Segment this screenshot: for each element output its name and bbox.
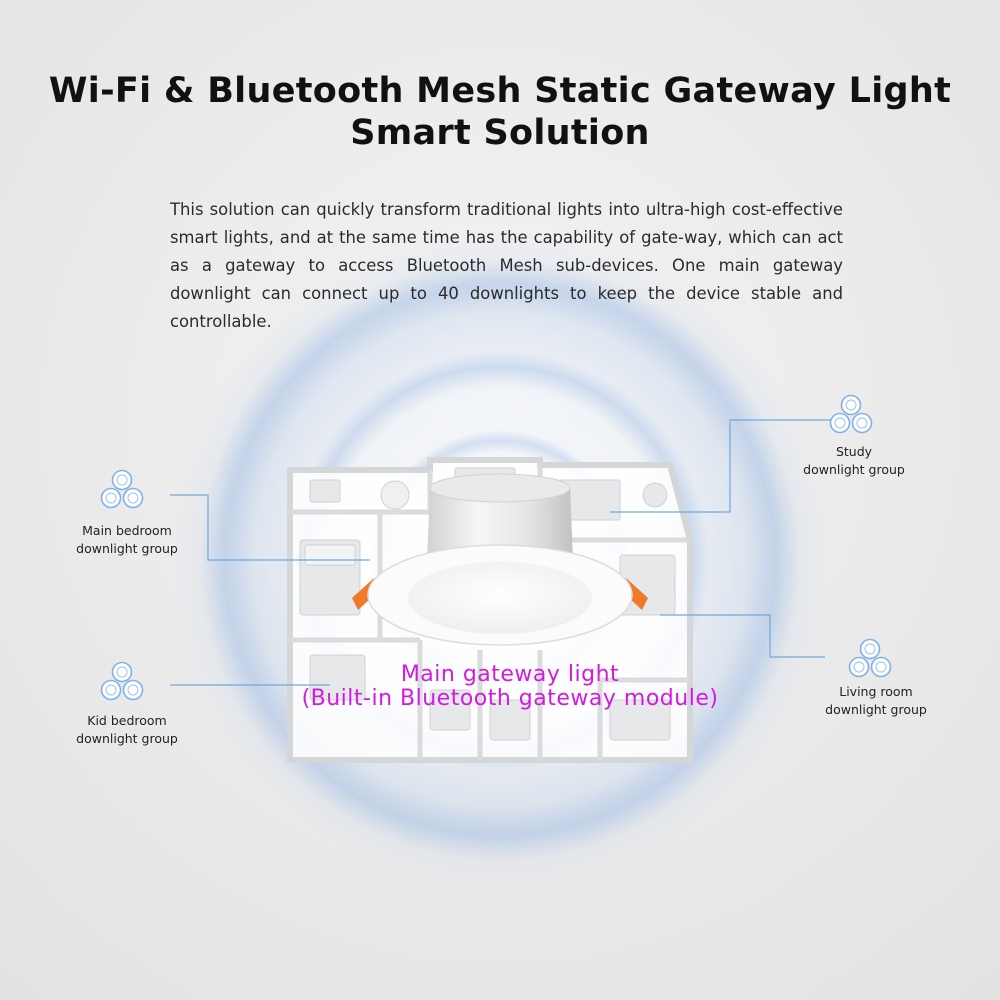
connector-study bbox=[610, 419, 835, 513]
connector-living-room bbox=[660, 614, 825, 658]
kid-bedroom-downlight-icon bbox=[100, 661, 144, 701]
main-gateway-label-line2: (Built-in Bluetooth gateway module) bbox=[301, 686, 719, 711]
main-gateway-label: Main gateway light (Built-in Bluetooth g… bbox=[200, 663, 820, 711]
study-group-label: Study downlight group bbox=[754, 443, 954, 478]
study-downlight-icon bbox=[829, 394, 873, 434]
main-gateway-label-line1: Main gateway light bbox=[400, 662, 620, 687]
connector-main-bedroom bbox=[170, 494, 370, 561]
living-room-label-line1: Living room bbox=[839, 684, 913, 699]
living-room-label-line2: downlight group bbox=[825, 701, 927, 717]
description: This solution can quickly transform trad… bbox=[170, 200, 843, 331]
living-room-downlight-icon bbox=[848, 638, 892, 678]
living-room-group-label: Living room downlight group bbox=[776, 683, 976, 718]
page-title: Wi-Fi & Bluetooth Mesh Static Gateway Li… bbox=[0, 70, 1000, 154]
kid-bedroom-group-label: Kid bedroom downlight group bbox=[27, 712, 227, 747]
gateway-downlight bbox=[352, 473, 648, 646]
connector-lines bbox=[170, 419, 835, 686]
main-bedroom-label-line1: Main bedroom bbox=[82, 523, 172, 538]
page-title-line1: Wi-Fi & Bluetooth Mesh Static Gateway Li… bbox=[48, 71, 952, 111]
study-label-line1: Study bbox=[835, 444, 873, 459]
kid-bedroom-label-line2: downlight group bbox=[76, 730, 178, 746]
page-title-line2: Smart Solution bbox=[350, 113, 650, 153]
main-bedroom-label-line2: downlight group bbox=[76, 540, 178, 556]
main-bedroom-downlight-icon bbox=[100, 469, 144, 509]
kid-bedroom-label-line1: Kid bedroom bbox=[87, 713, 167, 728]
main-bedroom-group-label: Main bedroom downlight group bbox=[27, 522, 227, 557]
study-label-line2: downlight group bbox=[803, 461, 905, 477]
